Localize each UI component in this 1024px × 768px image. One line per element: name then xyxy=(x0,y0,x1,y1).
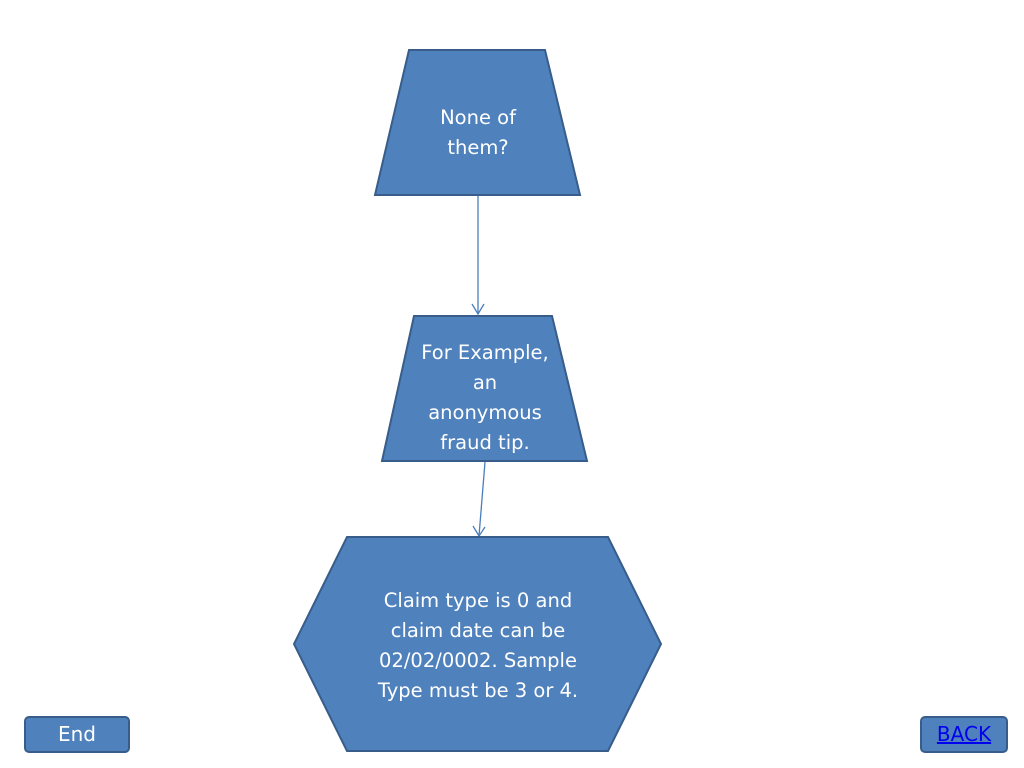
result-line: claim date can be xyxy=(390,619,566,642)
end-button-label: End xyxy=(57,722,96,746)
result-hexagon xyxy=(292,536,663,752)
question-line: None of xyxy=(440,106,516,129)
example-label: For Example, an anonymous fraud tip. xyxy=(384,338,586,458)
back-button[interactable]: BACK xyxy=(920,716,1008,753)
connector-2 xyxy=(478,461,486,537)
result-line: Claim type is 0 and xyxy=(383,589,573,612)
example-line: For Example, xyxy=(421,341,549,364)
arrowhead-1 xyxy=(471,303,485,316)
result-line: 02/02/0002. Sample xyxy=(379,649,577,672)
result-line: Type must be 3 or 4. xyxy=(377,679,579,702)
question-shape xyxy=(373,49,582,196)
example-line: anonymous xyxy=(428,401,542,424)
result-label: Claim type is 0 and claim date can be 02… xyxy=(318,586,638,706)
example-shape xyxy=(380,315,589,462)
example-line: an xyxy=(472,371,498,394)
back-link[interactable]: BACK xyxy=(936,722,992,746)
question-label: None of them? xyxy=(378,103,578,163)
example-line: fraud tip. xyxy=(440,431,530,454)
question-line: them? xyxy=(447,136,509,159)
end-button[interactable]: End xyxy=(24,716,130,753)
